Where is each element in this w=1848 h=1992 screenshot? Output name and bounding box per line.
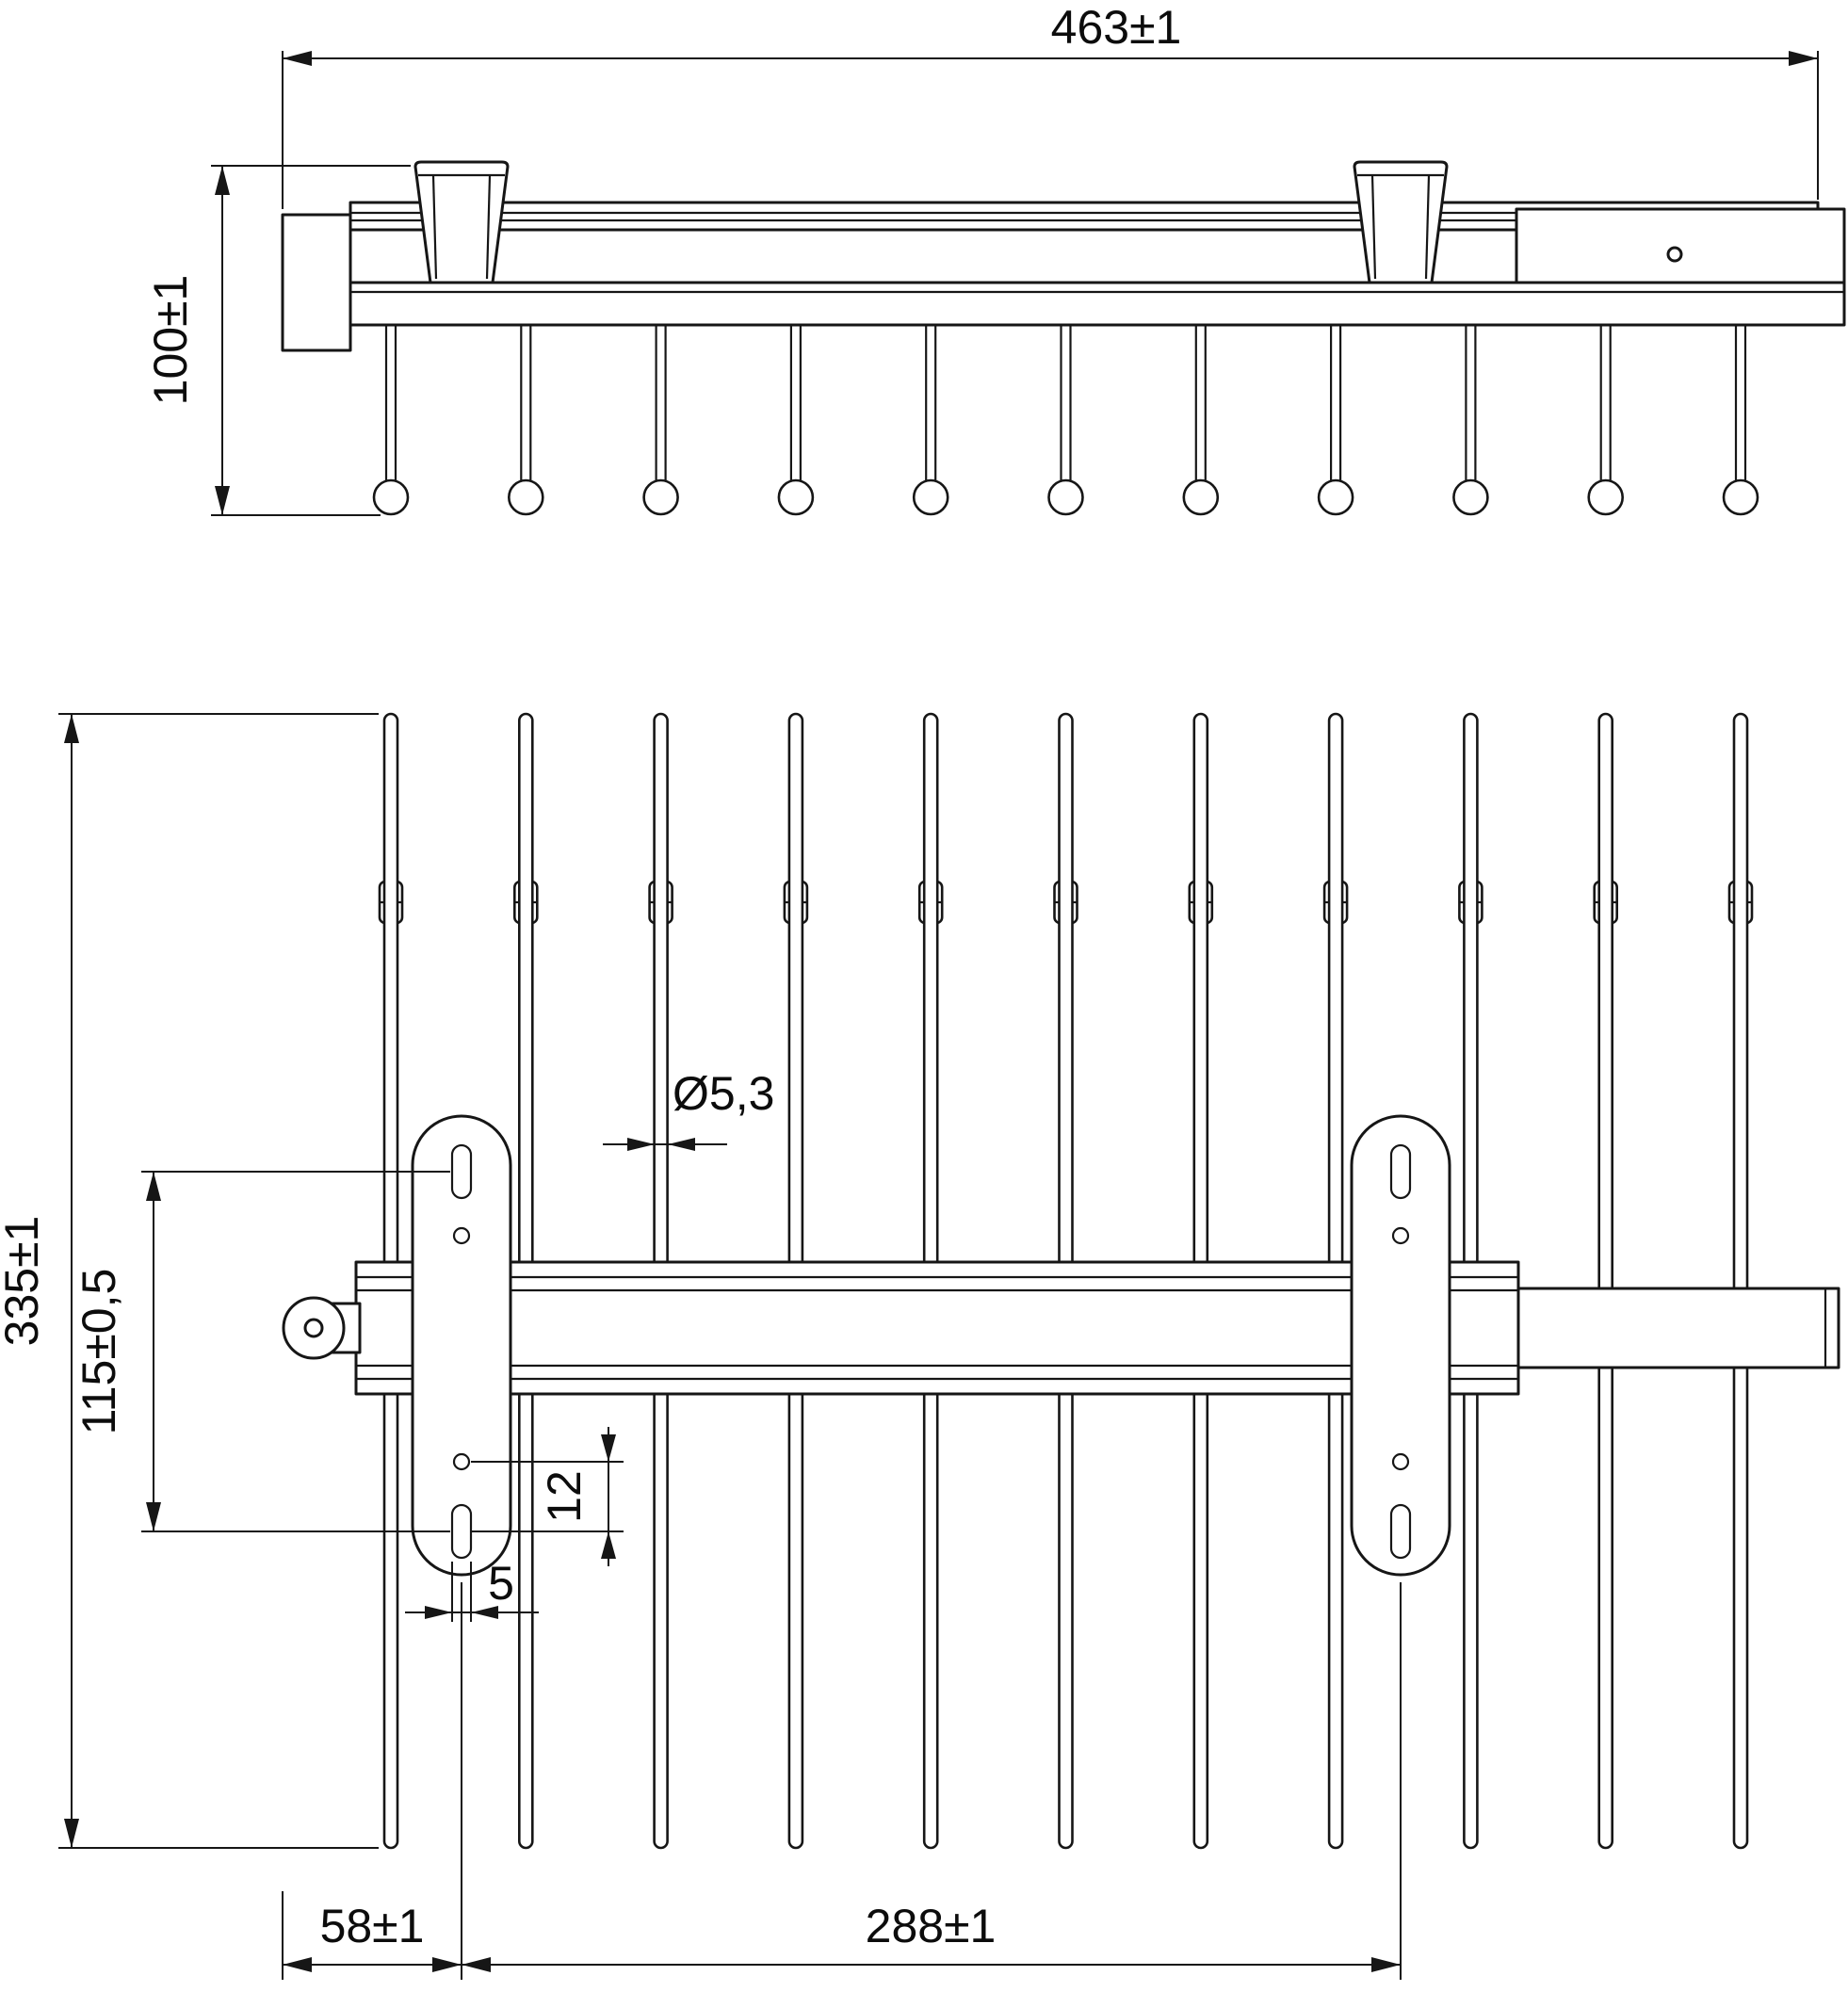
knob-center <box>303 1318 324 1338</box>
dimension-slot-width: 5 <box>405 1557 539 1622</box>
hanger-pin <box>507 325 544 516</box>
hanger-pin <box>1722 325 1759 516</box>
hanger-pin <box>1452 325 1489 516</box>
hanger-rod <box>1727 712 1754 1850</box>
hanger-pin <box>372 325 410 516</box>
pin-ball-end <box>1587 478 1624 516</box>
hanger-pin <box>777 325 815 516</box>
dimension-rod-diameter: Ø5,3 <box>603 1067 774 1151</box>
rod-body <box>1597 712 1613 1850</box>
pin-ball-end <box>1317 478 1354 516</box>
dimension-left-offset: 58±1 <box>282 1582 462 1980</box>
front-knob <box>282 1296 362 1360</box>
dimension-label-slot-width: 5 <box>488 1557 514 1610</box>
dimension-label-depth: 335±1 <box>0 1216 48 1347</box>
screw-hole <box>452 1452 471 1471</box>
dimension-label-rod-diameter: Ø5,3 <box>673 1067 774 1120</box>
pin-ball-end <box>642 478 679 516</box>
hanger-rod <box>1593 712 1618 1850</box>
side-pins <box>372 325 1759 516</box>
pin-ball-end <box>777 478 815 516</box>
plan-rail <box>354 1260 1840 1396</box>
dimension-label-slot-length: 12 <box>538 1470 591 1523</box>
pin-ball-end <box>1182 478 1220 516</box>
dimension-bracket-spacing: 288±1 <box>462 1582 1402 1980</box>
dimension-slot-length: 12 <box>471 1427 624 1566</box>
screw-hole <box>1666 246 1683 263</box>
hanger-pin <box>1182 325 1220 516</box>
slot-hole-top <box>450 1143 473 1200</box>
dimension-bracket-hole-spacing: 115±0,5 <box>73 1171 450 1532</box>
pin-ball-end <box>912 478 949 516</box>
dimension-label-height: 100±1 <box>144 275 197 406</box>
dimension-depth: 335±1 <box>0 713 379 1849</box>
hanger-pin <box>1317 325 1354 516</box>
hanger-pin <box>912 325 949 516</box>
screw-hole <box>452 1226 471 1245</box>
bracket-cup-right <box>1353 160 1449 284</box>
side-view <box>281 160 1846 516</box>
mounting-plate-left <box>411 1114 512 1577</box>
plan-slide-extension <box>1516 1287 1840 1369</box>
dimension-label-total-width: 463±1 <box>1051 1 1182 54</box>
slot-hole-bottom <box>1389 1503 1412 1560</box>
plan-view <box>282 712 1840 1850</box>
pin-ball-end <box>1047 478 1084 516</box>
screw-hole <box>1391 1452 1410 1471</box>
side-end-block <box>281 213 352 352</box>
screw-hole <box>1391 1226 1410 1245</box>
bracket-cup-left <box>413 160 510 284</box>
dimension-label-left-offset: 58±1 <box>320 1900 425 1952</box>
slot-hole-top <box>1389 1143 1412 1200</box>
pin-ball-end <box>1452 478 1489 516</box>
dimensions: 463±1 100±1 335±1 115±0,5 <box>0 1 1819 1980</box>
dimension-total-width: 463±1 <box>282 1 1819 209</box>
pin-ball-end <box>507 478 544 516</box>
hanger-pin <box>1587 325 1624 516</box>
hanger-pin <box>1047 325 1084 516</box>
pin-ball-end <box>1722 478 1759 516</box>
rod-body <box>1732 712 1749 1850</box>
pin-ball-end <box>372 478 410 516</box>
plan-rods <box>378 712 1754 1850</box>
dimension-label-bracket-spacing: 288±1 <box>866 1900 997 1952</box>
mounting-plate-right <box>1350 1114 1451 1577</box>
side-hook-bar <box>349 281 1846 327</box>
dimension-label-bracket-hole-spacing: 115±0,5 <box>73 1269 125 1435</box>
slot-hole-bottom <box>450 1503 473 1560</box>
dimension-height: 100±1 <box>144 165 411 516</box>
hanger-pin <box>642 325 679 516</box>
